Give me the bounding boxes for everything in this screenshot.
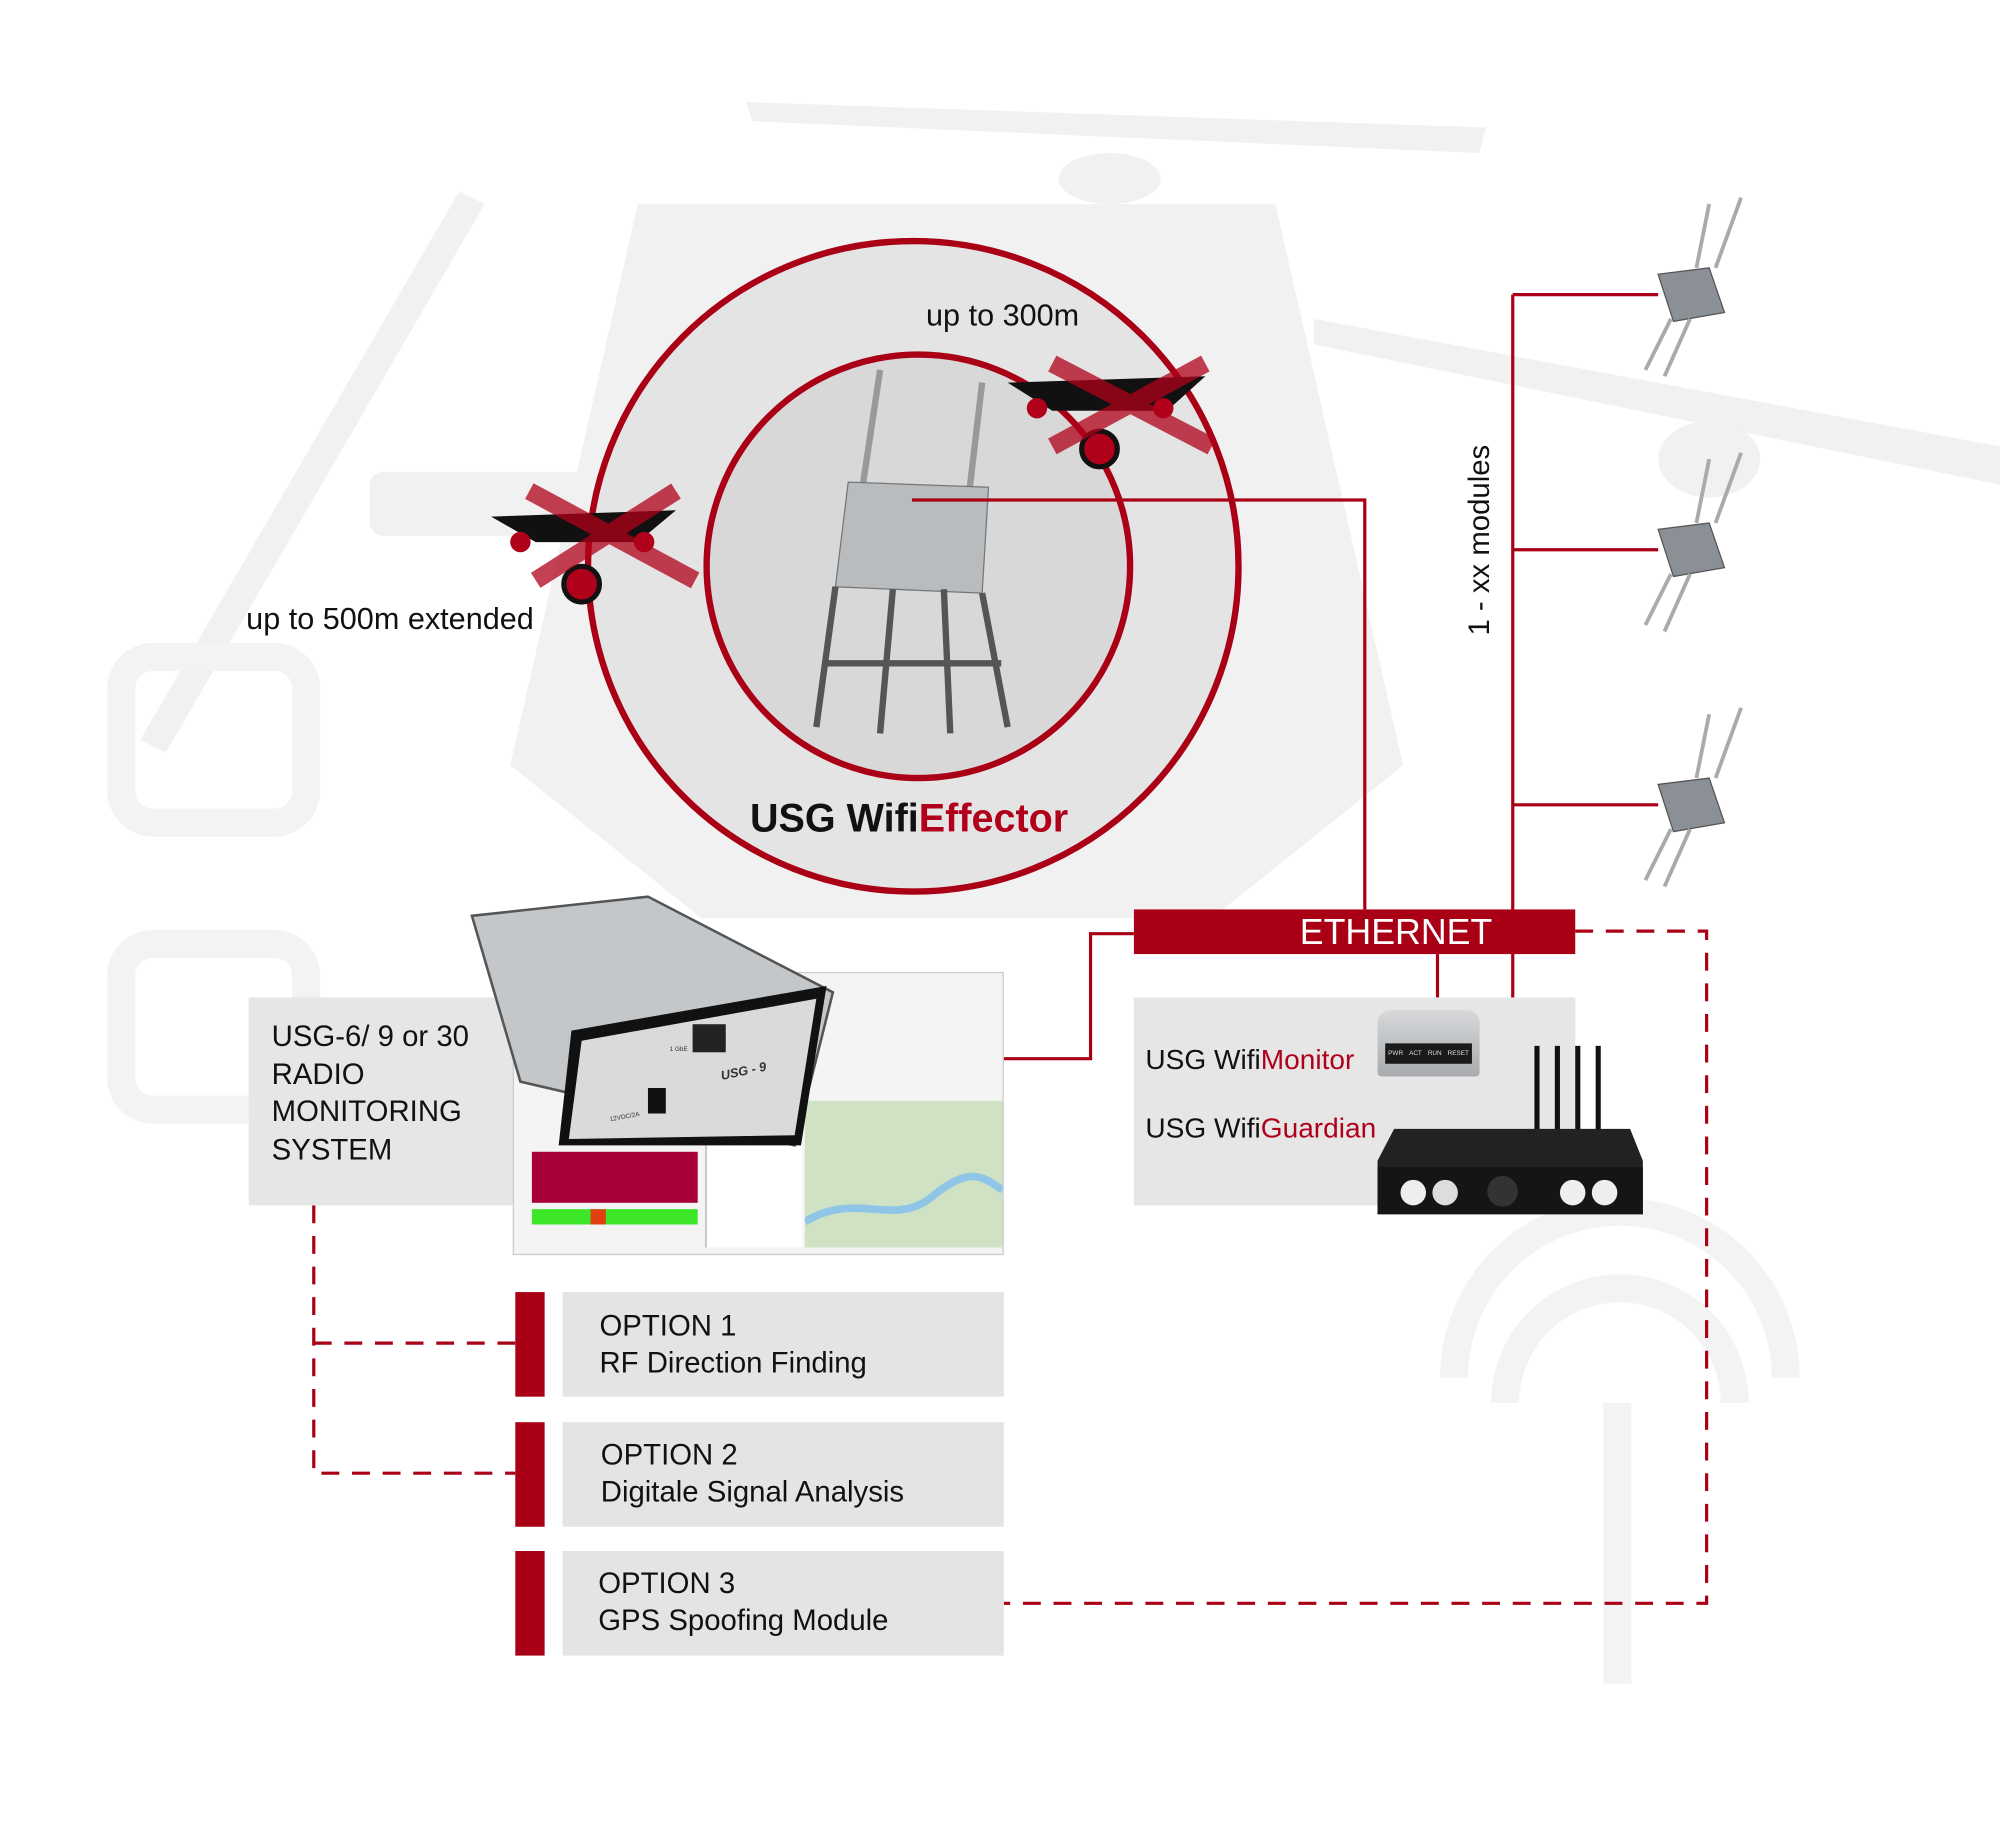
monitoring-line: USG-6/ 9 or 30 xyxy=(271,1019,469,1053)
wifi-effector-title: USG WifiEffector xyxy=(750,796,1068,842)
monitoring-system-panel xyxy=(248,997,517,1206)
option-label: OPTION 3 xyxy=(598,1566,736,1600)
option-label: OPTION 2 xyxy=(600,1437,738,1471)
monitor-accent: Monitor xyxy=(1260,1043,1355,1076)
port-label: 1 GbE xyxy=(669,1045,688,1054)
guardian-prefix: USG Wifi xyxy=(1145,1112,1261,1145)
usg-9-device xyxy=(470,895,835,1147)
title-accent: Effector xyxy=(918,795,1069,841)
monitoring-line: SYSTEM xyxy=(271,1132,393,1166)
option-name: RF Direction Finding xyxy=(599,1345,867,1379)
option-name: GPS Spoofing Module xyxy=(598,1603,889,1637)
monitoring-line: RADIO xyxy=(271,1056,365,1090)
title-prefix: USG Wifi xyxy=(749,795,919,841)
ethernet-bar: ETHERNET xyxy=(1133,909,1576,955)
wifi-effector-device xyxy=(813,369,1011,734)
led-run: RUN xyxy=(1427,1049,1442,1058)
monitor-led-panel: PWR ACT RUN RESET xyxy=(1385,1043,1472,1064)
drone-icon xyxy=(1007,355,1216,470)
led-pwr: PWR xyxy=(1388,1049,1404,1058)
modules-count-label: 1 - xx modules xyxy=(1462,444,1496,636)
monitoring-system-label: USG-6/ 9 or 30 RADIO MONITORING SYSTEM xyxy=(272,1018,469,1169)
option-name: Digitale Signal Analysis xyxy=(600,1474,905,1508)
led-reset: RESET xyxy=(1447,1049,1469,1058)
drone-icon xyxy=(491,483,700,605)
option-label: OPTION 1 xyxy=(599,1308,737,1342)
monitor-prefix: USG Wifi xyxy=(1145,1043,1261,1076)
option-2-bar xyxy=(515,1422,545,1527)
monitoring-line: MONITORING xyxy=(271,1094,462,1128)
option-1-bar xyxy=(515,1292,545,1397)
sensor-module-icons xyxy=(1643,197,1743,888)
wifi-guardian-device xyxy=(1377,1045,1643,1215)
wifi-guardian-label: USG WifiGuardian xyxy=(1145,1112,1376,1145)
wifi-monitor-label: USG WifiMonitor xyxy=(1145,1043,1354,1076)
network-lines xyxy=(911,293,1659,1129)
range-300m-label: up to 300m xyxy=(926,298,1080,333)
wifi-monitor-device: PWR ACT RUN RESET xyxy=(1377,1010,1480,1077)
led-act: ACT xyxy=(1409,1049,1422,1058)
guardian-accent: Guardian xyxy=(1260,1112,1377,1145)
option-dashed-lines xyxy=(312,929,1709,1605)
option-3-bar xyxy=(515,1551,545,1656)
range-500m-label: up to 500m extended xyxy=(246,602,534,637)
